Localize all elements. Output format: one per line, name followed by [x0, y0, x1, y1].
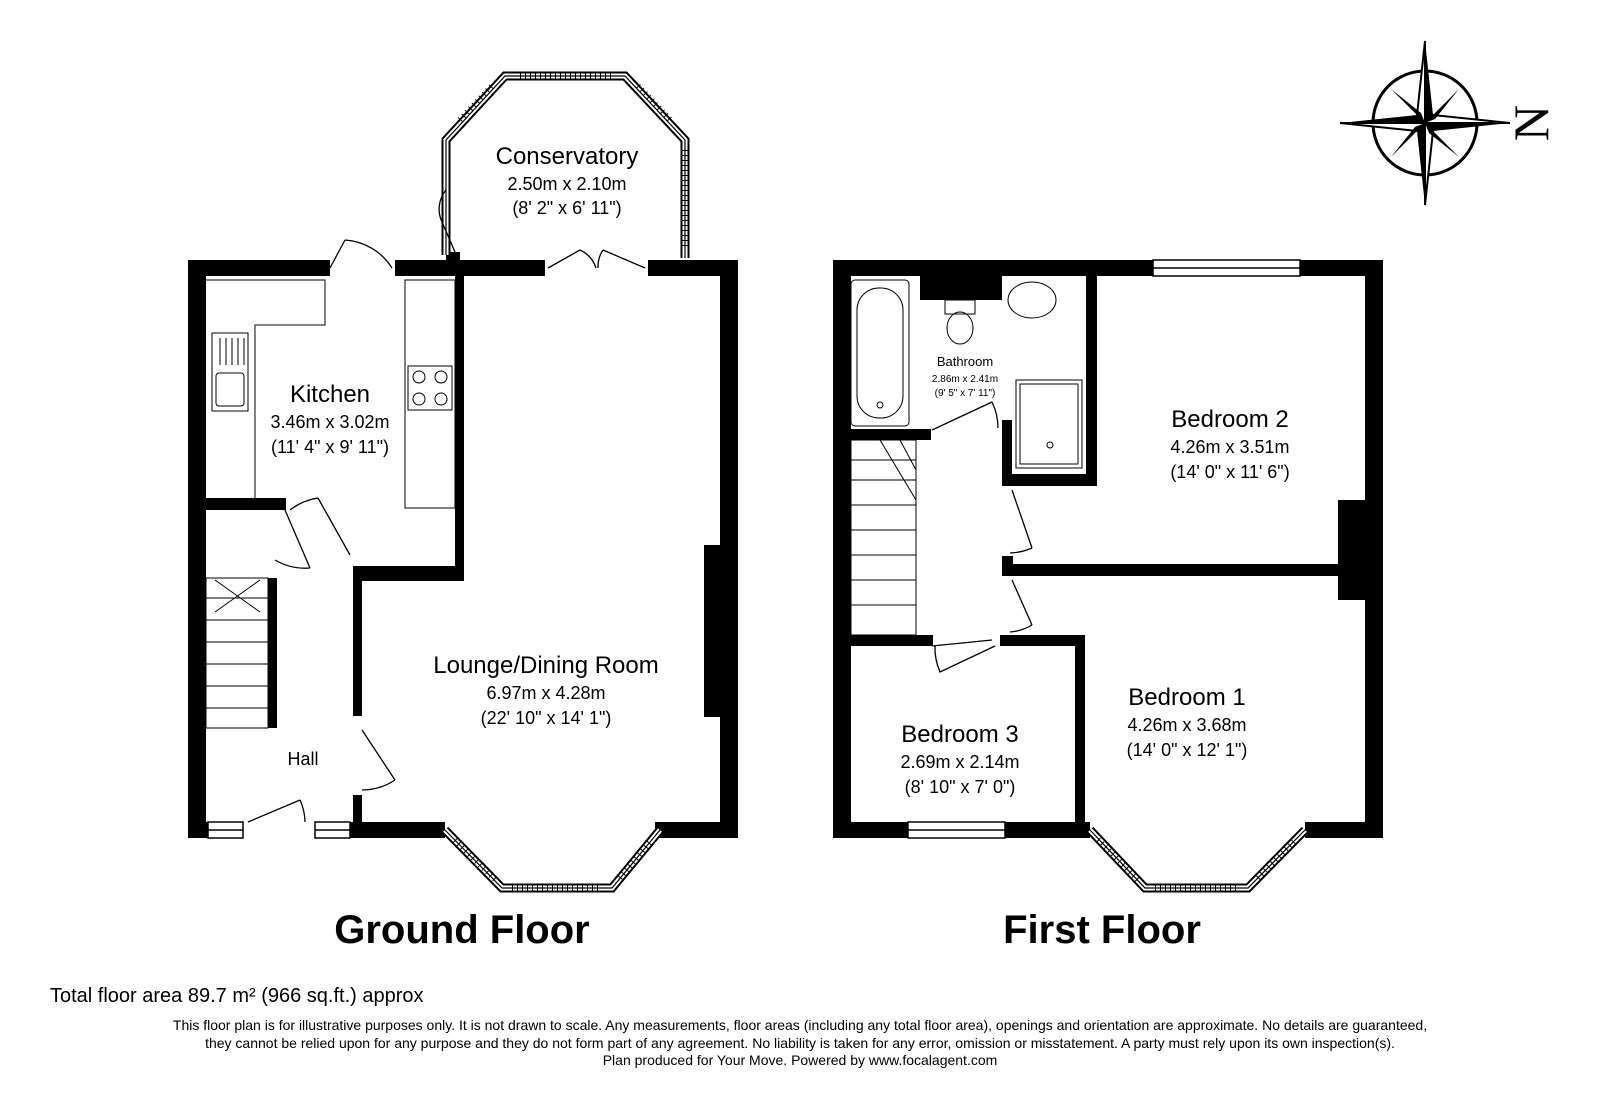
ground-floor-doors	[247, 189, 646, 823]
bedroom1-bay-window	[1086, 826, 1309, 893]
disclaimer-line-1: This floor plan is for illustrative purp…	[172, 1017, 1428, 1033]
kitchen-name: Kitchen	[290, 381, 370, 408]
disclaimer-line-3: Plan produced for Your Move. Powered by …	[602, 1052, 998, 1068]
bedroom2-name: Bedroom 2	[1171, 406, 1288, 433]
bedroom1-name: Bedroom 1	[1128, 684, 1245, 711]
ground-floor-title: Ground Floor	[334, 908, 590, 952]
conservatory-imperial: (8' 2" x 6' 11")	[512, 198, 621, 218]
first-floor-walls	[833, 260, 1383, 838]
first-floor-doors	[931, 401, 1033, 673]
bedroom1-metric: 4.26m x 3.68m	[1127, 715, 1246, 735]
bedroom2-metric: 4.26m x 3.51m	[1170, 437, 1289, 457]
bedroom2-imperial: (14' 0" x 11' 6")	[1170, 462, 1289, 482]
hall-name: Hall	[287, 749, 318, 769]
kitchen-fittings	[206, 279, 456, 509]
bedroom3-name: Bedroom 3	[901, 721, 1018, 748]
bathroom-imperial: (9' 5" x 7' 11")	[935, 388, 996, 399]
hall-windows	[207, 821, 351, 839]
first-floor-windows	[907, 259, 1301, 839]
conservatory-metric: 2.50m x 2.10m	[507, 174, 626, 194]
total-floor-area: Total floor area 89.7 m² (966 sq.ft.) ap…	[50, 985, 424, 1007]
bedroom1-imperial: (14' 0" x 12' 1")	[1127, 740, 1248, 760]
compass-north-letter: N	[1503, 105, 1559, 141]
ground-floor-stairs	[205, 577, 269, 729]
bathroom-metric: 2.86m x 2.41m	[932, 374, 998, 385]
kitchen-imperial: (11' 4" x 9' 11")	[271, 437, 389, 457]
first-floor-plan: Bathroom 2.86m x 2.41m (9' 5" x 7' 11") …	[833, 259, 1383, 952]
kitchen-metric: 3.46m x 3.02m	[270, 412, 389, 432]
ground-floor-walls	[188, 252, 738, 838]
bedroom3-imperial: (8' 10" x 7' 0")	[905, 777, 1016, 797]
first-floor-stairs	[850, 439, 917, 636]
lounge-bay-window	[441, 826, 664, 893]
lounge-metric: 6.97m x 4.28m	[486, 683, 605, 703]
conservatory-structure	[441, 71, 690, 258]
first-floor-title: First Floor	[1003, 908, 1201, 952]
bathroom-name: Bathroom	[937, 354, 993, 369]
disclaimer-line-2: they cannot be relied upon for any purpo…	[205, 1034, 1395, 1051]
ground-floor-plan: Conservatory 2.50m x 2.10m (8' 2" x 6' 1…	[188, 71, 738, 952]
lounge-name: Lounge/Dining Room	[433, 652, 658, 679]
lounge-imperial: (22' 10" x 14' 1")	[481, 708, 612, 728]
disclaimer: This floor plan is for illustrative purp…	[20, 1017, 1580, 1070]
bathroom-fittings	[850, 279, 1083, 469]
compass-rose-icon: N	[1339, 40, 1559, 206]
conservatory-name: Conservatory	[496, 143, 639, 170]
bedroom3-metric: 2.69m x 2.14m	[900, 752, 1019, 772]
